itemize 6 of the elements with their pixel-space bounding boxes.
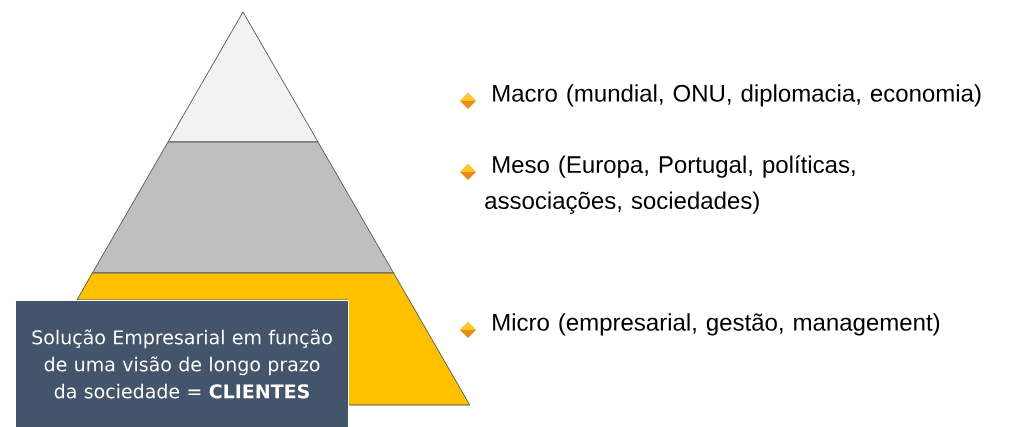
pyramid-band [91, 141, 395, 274]
bullet-text: Macro (mundial, ONU, diplomacia, economia) [493, 84, 981, 107]
text-box: Solução Empresarial em função de uma visão de longo prazo da sociedade = CLIENTES [15, 300, 349, 427]
bullet-text: Micro (empresarial, gestão, management) [493, 313, 940, 336]
bullet-text: Meso (Europa, Portugal, políticas, associações, sociedades) [485, 155, 855, 214]
pyramid-top [167, 11, 319, 143]
